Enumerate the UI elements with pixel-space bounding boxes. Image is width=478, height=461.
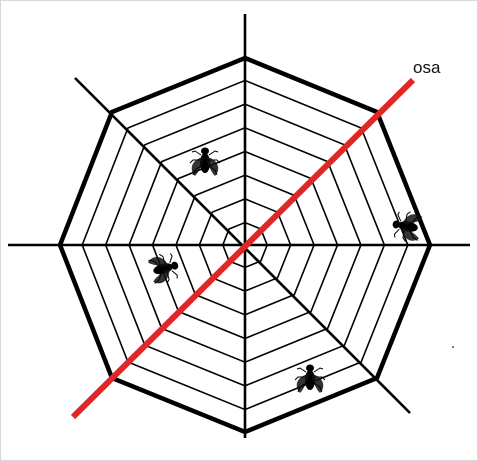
fly-icon	[190, 148, 220, 177]
stray-dot	[452, 346, 454, 348]
fly-icon	[295, 365, 325, 394]
flies-group	[147, 148, 424, 394]
axis-label: osa	[413, 59, 440, 76]
fly-icon	[147, 250, 182, 286]
